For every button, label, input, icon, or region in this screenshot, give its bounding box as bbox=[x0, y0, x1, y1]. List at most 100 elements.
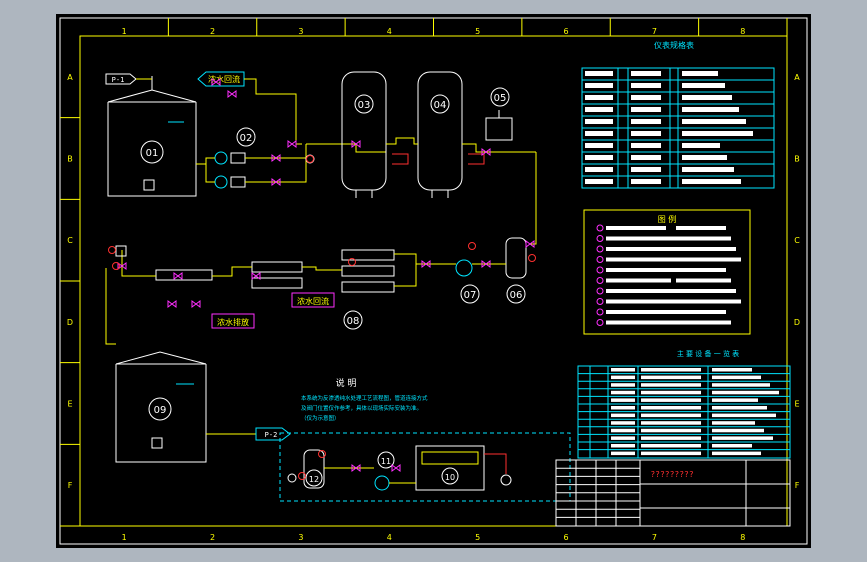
legend-text bbox=[676, 320, 731, 325]
grid-col-label: 3 bbox=[298, 533, 303, 542]
legend-text bbox=[606, 278, 671, 283]
notes-line-3: （仅为示意图） bbox=[301, 414, 340, 422]
legend-symbol bbox=[596, 277, 604, 284]
equipment-table-cell bbox=[611, 451, 635, 456]
equipment-label-11: 11 bbox=[381, 457, 391, 466]
instrument-table-cell bbox=[585, 143, 613, 148]
equipment-label-10: 10 bbox=[445, 473, 455, 482]
gauge-icon bbox=[112, 262, 120, 270]
instrument-table-cell bbox=[585, 119, 613, 124]
filter-vessel-03 bbox=[341, 71, 387, 198]
instrument-table-title: 仪表规格表 bbox=[654, 40, 694, 50]
gauge-icon bbox=[306, 155, 314, 163]
legend-text bbox=[676, 289, 736, 293]
legend-symbol bbox=[596, 319, 604, 326]
legend-text bbox=[676, 236, 731, 241]
legend-symbol bbox=[596, 224, 604, 232]
grid-row-label: B bbox=[67, 155, 73, 164]
drain-label: 浓水排放 bbox=[217, 317, 249, 327]
outlet-tag bbox=[255, 427, 291, 441]
gauge-icon bbox=[348, 258, 356, 266]
valve-icon bbox=[351, 464, 361, 472]
grid-col-label: 8 bbox=[740, 27, 745, 36]
instrument-table-cell bbox=[631, 179, 661, 184]
equipment-table-cell bbox=[712, 398, 758, 402]
product-water-label: 浓水回流 bbox=[297, 296, 329, 306]
legend-box bbox=[583, 209, 751, 335]
grid-col-label: 2 bbox=[210, 533, 215, 542]
legend-text bbox=[606, 236, 677, 241]
equipment-table-cell bbox=[611, 444, 635, 448]
instrument-table-cell bbox=[631, 95, 661, 100]
notes-line-1: 本系统为反渗透纯水处理工艺流程图，管道连接方式 bbox=[301, 394, 428, 402]
outlet-tag-label: P-2 bbox=[265, 431, 278, 439]
legend-text bbox=[676, 299, 741, 304]
instrument-table-cell bbox=[631, 119, 661, 124]
equipment-table-cell bbox=[712, 451, 761, 456]
valve-icon bbox=[191, 300, 201, 308]
equipment-table-cell bbox=[712, 421, 755, 425]
valve-icon bbox=[481, 148, 491, 156]
dosing-tank-05 bbox=[485, 87, 513, 141]
grid-col-label: 4 bbox=[387, 27, 392, 36]
instrument-table-cell bbox=[682, 167, 734, 172]
equipment-table-cell bbox=[611, 398, 635, 402]
valve-icon bbox=[167, 300, 177, 308]
valve-icon bbox=[391, 464, 401, 472]
legend-text bbox=[606, 310, 704, 314]
instrument-table-cell bbox=[682, 95, 732, 100]
equipment-table-cell bbox=[641, 398, 701, 402]
equipment-table-cell bbox=[641, 421, 701, 425]
grid-col-label: 1 bbox=[122, 27, 127, 36]
legend-symbol bbox=[596, 235, 604, 242]
equipment-table-cell bbox=[712, 383, 770, 387]
instrument-table-cell bbox=[682, 155, 727, 160]
instrument-table-cell bbox=[682, 131, 753, 136]
equipment-label-01: 01 bbox=[146, 148, 159, 159]
instrument-table-cell bbox=[585, 167, 613, 172]
equipment-table-cell bbox=[611, 368, 635, 372]
equipment-table-cell bbox=[712, 375, 761, 380]
equipment-table-cell bbox=[611, 413, 635, 418]
valve-icon bbox=[271, 178, 281, 186]
equipment-table-cell bbox=[641, 436, 701, 440]
instrument-table-cell bbox=[585, 71, 613, 76]
grid-row-label: E bbox=[794, 400, 799, 409]
notes-title: 说 明 bbox=[336, 377, 357, 389]
equipment-table-cell bbox=[641, 451, 701, 456]
inlet-tag-label: P-1 bbox=[112, 76, 125, 84]
valve-icon bbox=[211, 78, 221, 86]
legend-text bbox=[676, 278, 731, 283]
instrument-table-cell bbox=[631, 83, 661, 88]
instrument-table-cell bbox=[631, 131, 661, 136]
equipment-table-cell bbox=[712, 406, 767, 410]
grid-row-label: D bbox=[67, 318, 73, 327]
tank-01 bbox=[107, 76, 197, 197]
legend-text bbox=[676, 226, 726, 230]
equipment-label-12: 12 bbox=[309, 475, 319, 484]
equipment-label-03: 03 bbox=[358, 100, 371, 111]
grid-row-label: F bbox=[795, 481, 800, 490]
instrument-table-cell bbox=[585, 83, 613, 88]
gauge-icon bbox=[468, 242, 476, 250]
grid-col-label: 6 bbox=[564, 533, 569, 542]
valve-icon bbox=[287, 140, 297, 148]
legend-symbol bbox=[596, 256, 604, 263]
instrument-table-cell bbox=[682, 179, 741, 184]
gauge-icon bbox=[318, 450, 326, 458]
equipment-table-cell bbox=[611, 406, 635, 410]
concentrate-return-label: 浓水回流 bbox=[208, 74, 240, 84]
legend-symbol bbox=[596, 245, 604, 253]
grid-col-label: 4 bbox=[387, 533, 392, 542]
equipment-table-cell bbox=[712, 436, 773, 440]
equipment-label-08: 08 bbox=[347, 316, 360, 327]
equipment-table bbox=[577, 365, 791, 459]
instrument-table-cell bbox=[585, 107, 613, 112]
instrument-table bbox=[581, 67, 775, 189]
legend-text bbox=[606, 257, 699, 262]
grid-col-label: 7 bbox=[652, 27, 657, 36]
valve-icon bbox=[271, 154, 281, 162]
equipment-table-cell bbox=[641, 383, 701, 387]
